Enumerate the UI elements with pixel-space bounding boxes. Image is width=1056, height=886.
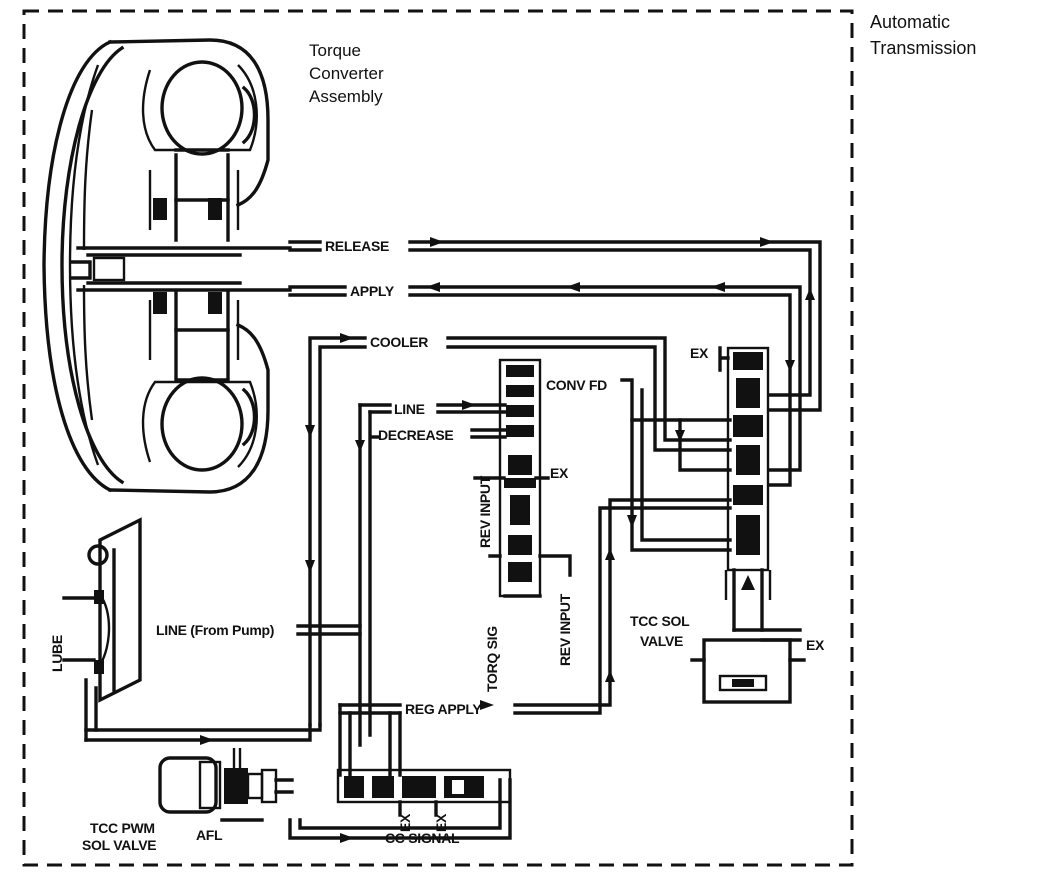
label-cooler: COOLER (370, 334, 428, 350)
label-ex-right: EX (690, 345, 709, 361)
cc-signal-valve (336, 768, 512, 817)
label-assembly: Assembly (309, 87, 383, 106)
regulator-valve (473, 358, 572, 598)
label-automatic: Automatic (870, 12, 950, 32)
label-afl: AFL (196, 827, 223, 843)
label-torque: Torque (309, 41, 361, 60)
label-sol-valve: SOL VALVE (82, 837, 156, 853)
label-lube: LUBE (49, 635, 65, 672)
label-conv-fd: CONV FD (546, 377, 607, 393)
tcc-pwm-solenoid (158, 748, 294, 814)
label-ex-sol: EX (806, 637, 825, 653)
label-ex-bottom2: EX (433, 813, 449, 832)
label-reg-apply: REG APPLY (405, 701, 482, 717)
label-ex-center: EX (550, 465, 569, 481)
release-apply-lines (288, 240, 822, 487)
lube-cooler (62, 517, 142, 703)
transmission-boundary (22, 9, 854, 867)
label-rev-input-upper: REV INPUT (477, 475, 493, 548)
label-ex-bottom1: EX (397, 813, 413, 832)
label-converter: Converter (309, 64, 384, 83)
label-transmission: Transmission (870, 38, 976, 58)
label-line: LINE (394, 401, 425, 417)
label-cc-signal: CC SIGNAL (385, 830, 460, 846)
tcc-control-valve (690, 346, 806, 704)
label-rev-input-lower: REV INPUT (557, 593, 573, 666)
torque-converter (42, 38, 292, 494)
label-line-from-pump: LINE (From Pump) (156, 622, 274, 638)
label-release: RELEASE (325, 238, 389, 254)
label-tcc-pwm: TCC PWM (90, 820, 155, 836)
flow-arrows (200, 237, 815, 843)
label-tcc-valve: VALVE (640, 633, 683, 649)
label-apply: APPLY (350, 283, 395, 299)
label-tcc-sol: TCC SOL (630, 613, 690, 629)
label-torq-sig: TORQ SIG (484, 626, 500, 692)
label-decrease: DECREASE (378, 427, 453, 443)
